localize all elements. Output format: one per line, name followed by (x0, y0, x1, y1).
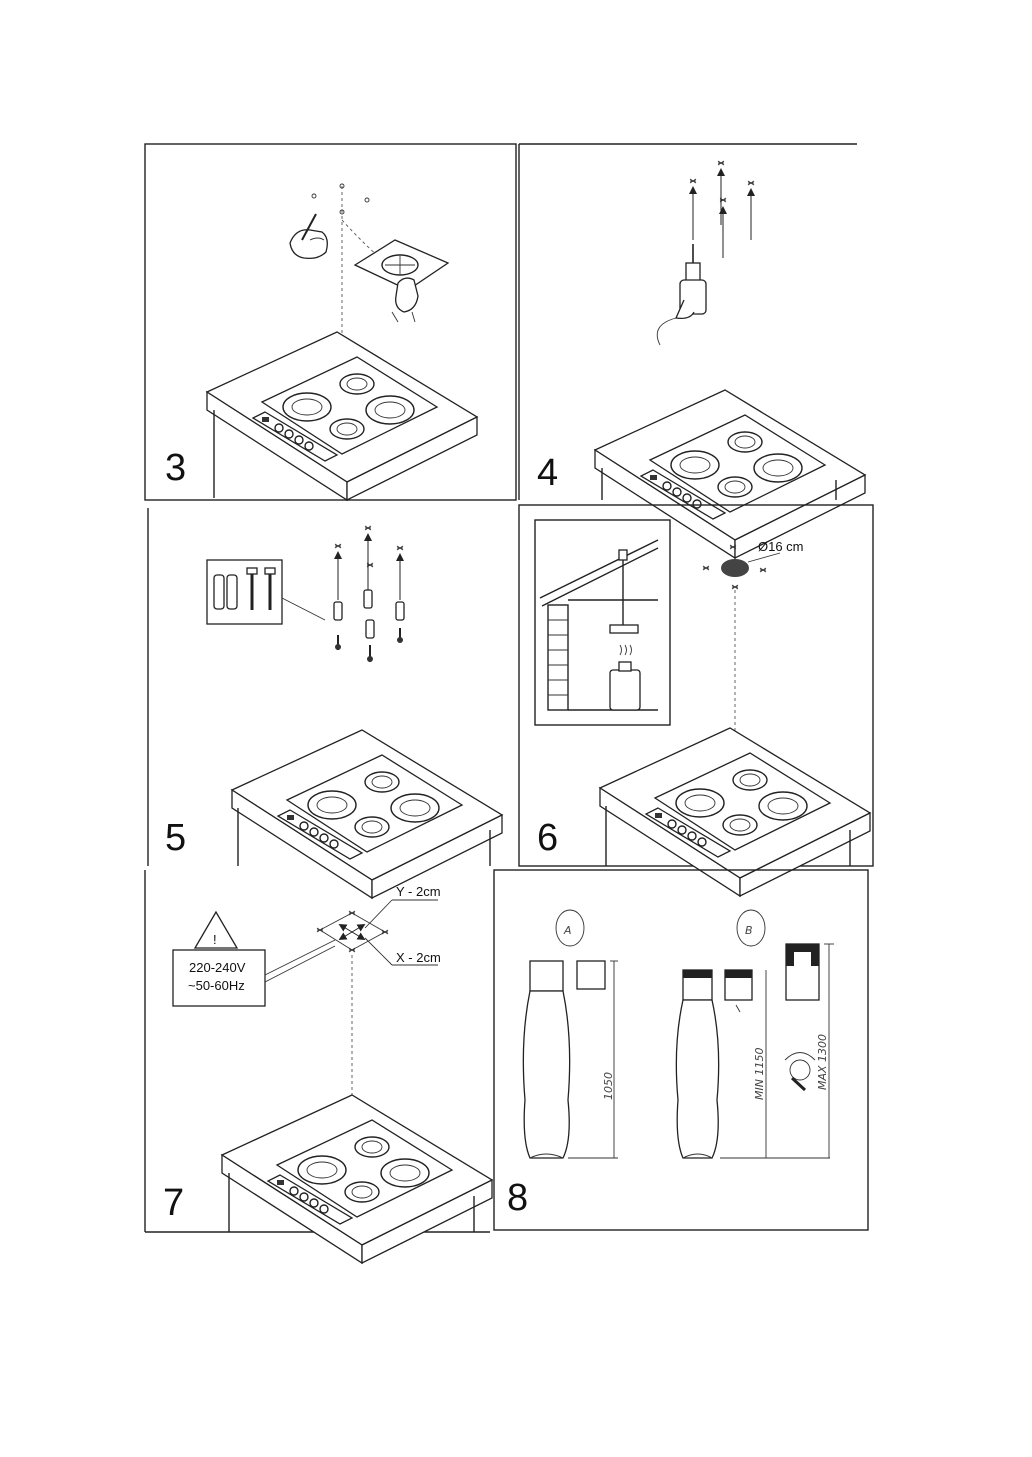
hob-worktop (599, 727, 871, 897)
screws (333, 589, 405, 662)
hob-worktop (594, 389, 866, 559)
cable-position: Y - 2cm X - 2cm (316, 884, 441, 966)
hob-worktop (221, 1094, 493, 1264)
hole-diameter-label: Ø16 cm (758, 539, 804, 554)
frequency-label: ~50-60Hz (188, 978, 245, 993)
variant-a-label: A (563, 924, 572, 937)
house-inset (534, 519, 671, 726)
x-offset-label: X - 2cm (396, 950, 441, 965)
step-number: 7 (163, 1182, 184, 1224)
step-number: 4 (537, 452, 558, 494)
warning-box: ! 220-240V ~50-60Hz (172, 910, 336, 1007)
panel-step-6: Ø16 cm 6 (518, 504, 874, 897)
hand-icon (391, 277, 419, 323)
warning-symbol: ! (213, 932, 217, 947)
warning-triangle-icon (193, 910, 239, 949)
drill-marks (689, 160, 755, 258)
step-number: 5 (165, 817, 186, 859)
hob-worktop (231, 729, 503, 899)
panel-step-5: 5 (147, 508, 503, 899)
template-plate (353, 239, 450, 291)
voltage-label: 220-240V (189, 960, 246, 975)
panel-step-3: 3 (144, 143, 517, 501)
dimension-a: 1050 (602, 1072, 615, 1100)
panel-step-8: A B 1050 MIN 1150 MAX (493, 869, 869, 1231)
step-number: 6 (537, 817, 558, 859)
hand-pencil-icon (289, 213, 328, 260)
wall-plug-icon (206, 559, 326, 625)
y-offset-label: Y - 2cm (396, 884, 441, 899)
variant-b-label: B (745, 924, 753, 937)
step-number: 8 (507, 1177, 528, 1219)
adjust-icon (784, 1052, 816, 1092)
hole-marker: Ø16 cm (702, 539, 804, 590)
panel-step-4: 4 (518, 143, 866, 559)
drill-icon (656, 244, 707, 346)
dimension-b-min: MIN 1150 (753, 1048, 766, 1100)
hob-worktop (206, 331, 478, 501)
dimension-b-max: MAX 1300 (816, 1034, 829, 1090)
hood-icon (675, 969, 720, 1159)
panel-step-7: ! 220-240V ~50-60Hz Y - 2cm X - 2cm (144, 870, 493, 1264)
step-number: 3 (165, 447, 186, 489)
hood-icon (522, 960, 571, 1159)
